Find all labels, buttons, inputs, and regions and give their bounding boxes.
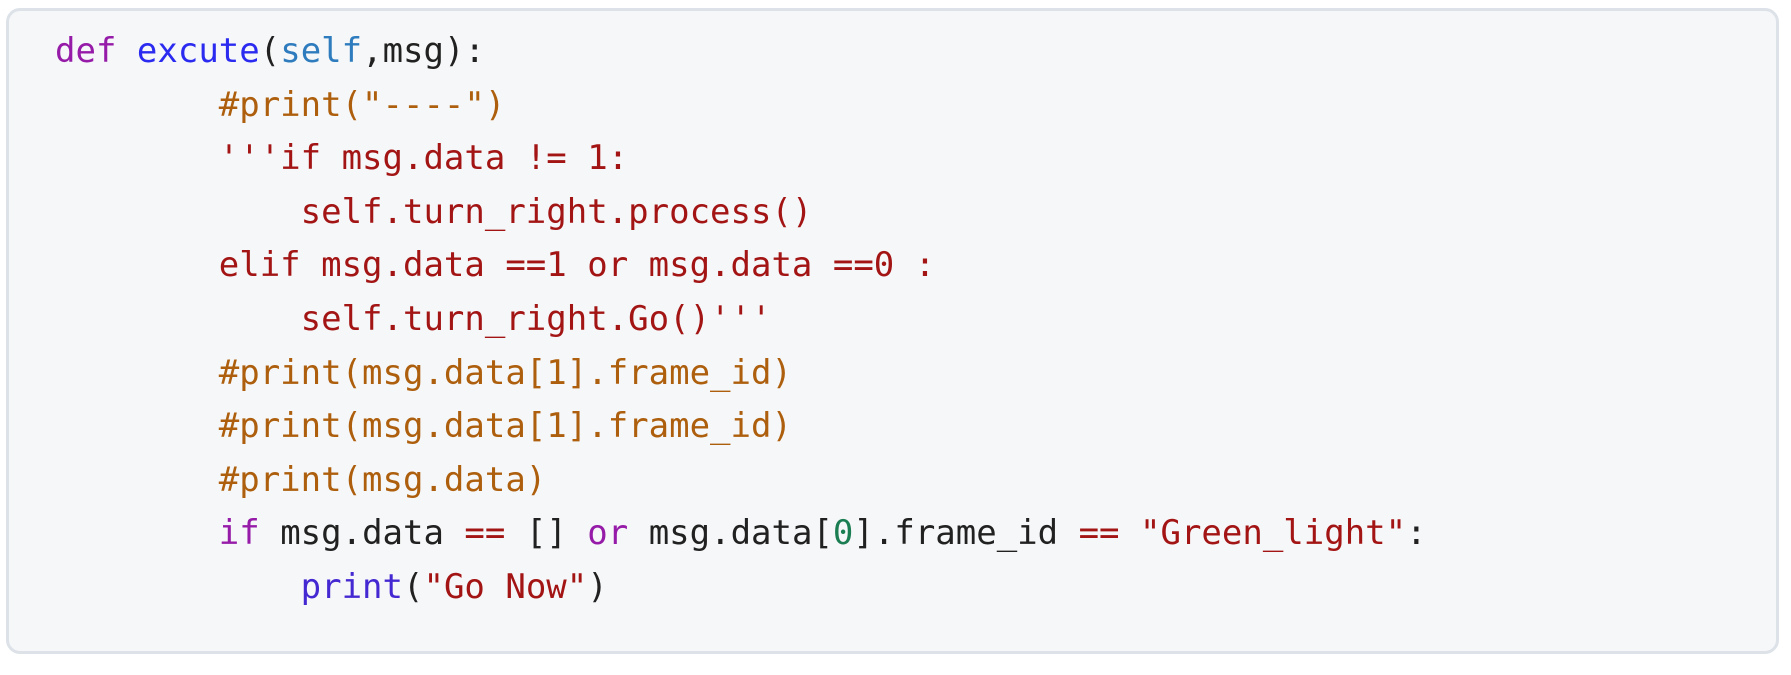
code-line: print("Go Now") bbox=[55, 561, 1756, 615]
code-token: excute bbox=[136, 31, 260, 71]
code-token: '''if msg.data != 1: bbox=[218, 138, 629, 179]
code-block: def excute(self,msg): #print("----") '''… bbox=[9, 11, 1776, 635]
code-line: def excute(self,msg): bbox=[55, 25, 1756, 79]
code-token: == bbox=[464, 513, 506, 554]
code-token: msg.data bbox=[259, 513, 465, 554]
code-token: ( bbox=[403, 566, 424, 607]
code-line: #print(msg.data[1].frame_id) bbox=[55, 347, 1756, 401]
code-token: "Go Now" bbox=[423, 566, 588, 607]
code-token bbox=[1120, 513, 1140, 553]
code-token bbox=[55, 245, 219, 285]
code-token: #print(msg.data[1].frame_id) bbox=[218, 352, 792, 393]
code-token bbox=[55, 513, 219, 553]
code-token: 0 bbox=[832, 513, 854, 554]
code-line: #print(msg.data[1].frame_id) bbox=[55, 400, 1756, 454]
code-token: ,msg): bbox=[362, 31, 485, 71]
code-token bbox=[55, 192, 301, 232]
code-token bbox=[55, 138, 219, 178]
code-token: "Green_light" bbox=[1140, 513, 1407, 554]
code-token: ( bbox=[259, 31, 281, 71]
code-token: elif msg.data ==1 or msg.data ==0 : bbox=[218, 245, 936, 286]
code-token: #print(msg.data) bbox=[218, 459, 547, 500]
code-token: or bbox=[587, 513, 629, 554]
code-token bbox=[55, 353, 219, 393]
code-token: #print("----") bbox=[218, 84, 506, 125]
code-token: self.turn_right.Go()''' bbox=[300, 298, 772, 339]
code-line: if msg.data == [] or msg.data[0].frame_i… bbox=[55, 507, 1756, 561]
code-token: print bbox=[300, 566, 403, 607]
code-token bbox=[55, 299, 301, 339]
code-token: def bbox=[55, 31, 117, 71]
code-block-card: def excute(self,msg): #print("----") '''… bbox=[6, 8, 1779, 654]
code-line: #print("----") bbox=[55, 79, 1756, 133]
code-token: ].frame_id bbox=[853, 513, 1079, 554]
code-line: #print(msg.data) bbox=[55, 454, 1756, 508]
code-token: #print(msg.data[1].frame_id) bbox=[218, 406, 792, 447]
code-line: self.turn_right.Go()''' bbox=[55, 293, 1756, 347]
code-token bbox=[55, 85, 219, 125]
code-token bbox=[55, 567, 301, 607]
code-token: self.turn_right.process() bbox=[300, 191, 813, 232]
code-token bbox=[55, 460, 219, 500]
code-token: ) bbox=[587, 566, 608, 607]
code-token bbox=[55, 406, 219, 446]
code-line: '''if msg.data != 1: bbox=[55, 132, 1756, 186]
code-token: if bbox=[218, 513, 260, 554]
code-line: self.turn_right.process() bbox=[55, 186, 1756, 240]
code-token: == bbox=[1078, 513, 1120, 554]
code-token bbox=[116, 31, 136, 71]
code-line: elif msg.data ==1 or msg.data ==0 : bbox=[55, 239, 1756, 293]
code-token: msg.data[ bbox=[628, 513, 833, 554]
code-token: [] bbox=[505, 513, 588, 554]
code-token: self bbox=[280, 31, 363, 71]
code-token: : bbox=[1406, 513, 1427, 554]
